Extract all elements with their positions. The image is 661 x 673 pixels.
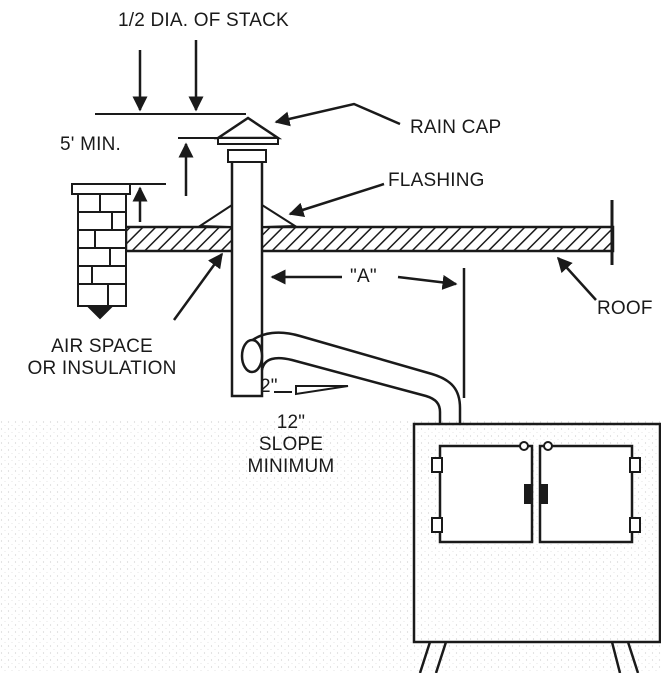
a-dim-right-arrow — [397, 274, 458, 290]
flashing-leader — [288, 182, 385, 218]
air-space-leader — [172, 252, 224, 321]
twelve-inch-label: 12" — [276, 412, 306, 433]
door-handle-left — [524, 484, 532, 504]
air-space-label: AIR SPACE OR INSULATION — [2, 336, 202, 380]
slope-line1: SLOPE — [258, 434, 324, 455]
door-hinge-tr — [629, 457, 641, 473]
door-hinge-br — [629, 517, 641, 533]
flashing-label: FLASHING — [388, 170, 485, 191]
slope-label: 12" SLOPE MINIMUM — [228, 412, 354, 478]
rain-cap-base — [217, 137, 279, 145]
stove-leg-right — [610, 641, 640, 673]
stove-leg-left — [418, 641, 448, 673]
rain-cap-label: RAIN CAP — [410, 117, 502, 138]
stove — [412, 422, 661, 673]
connector-pipe — [240, 331, 462, 424]
slope-triangle — [295, 385, 349, 396]
door-hinge-tl — [431, 457, 443, 473]
roof-deck — [124, 225, 615, 253]
stack-diameter-label: 1/2 DIA. OF STACK — [118, 10, 289, 31]
stove-door-right — [538, 444, 634, 544]
air-space-line1: AIR SPACE — [51, 336, 153, 357]
slope-line2: MINIMUM — [247, 456, 335, 477]
air-space-line2: OR INSULATION — [27, 358, 177, 379]
rain-cap-leader — [274, 102, 401, 127]
roof-leader — [556, 256, 597, 301]
five-min-label: 5' MIN. — [60, 134, 121, 155]
a-dimension-label: "A" — [350, 266, 377, 287]
rain-cap — [213, 116, 283, 140]
brick-chimney — [71, 183, 131, 320]
roof-label: ROOF — [597, 298, 653, 319]
door-hinge-bl — [431, 517, 443, 533]
door-knob-left — [519, 441, 529, 451]
door-handle-right — [540, 484, 548, 504]
stove-door-left — [438, 444, 534, 544]
stack-collar — [227, 149, 267, 163]
two-inch-label: 2" — [260, 376, 278, 397]
roof — [124, 200, 615, 265]
door-knob-right — [543, 441, 553, 451]
